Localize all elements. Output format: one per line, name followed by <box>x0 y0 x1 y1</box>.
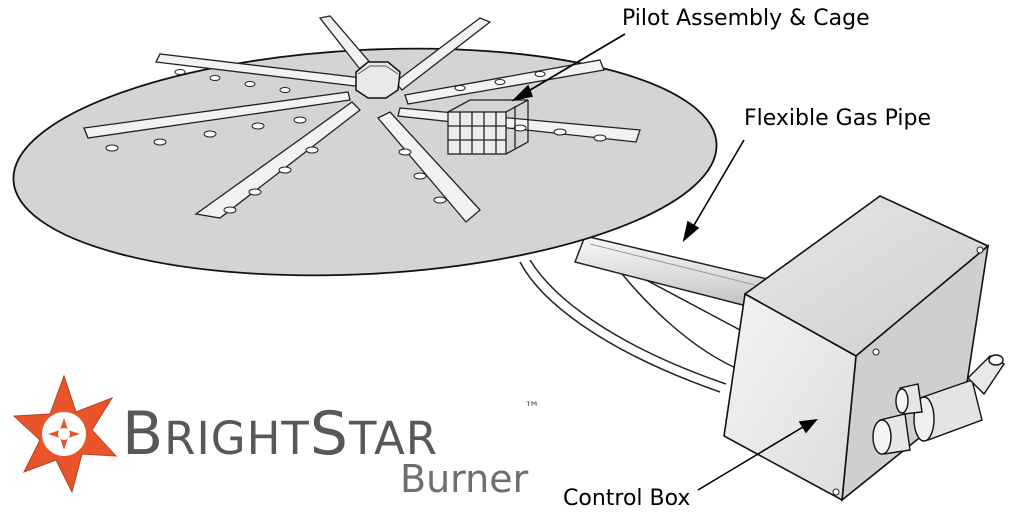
wordmark-s: S <box>309 399 350 469</box>
leader-arrows <box>511 33 818 491</box>
wordmark-right: RIGHT <box>164 412 310 465</box>
brand-subtitle: Burner <box>400 457 529 501</box>
center-hub <box>355 61 401 99</box>
callout-pilot-assembly: Pilot Assembly & Cage <box>622 6 870 31</box>
pilot-assembly-cage <box>447 99 529 155</box>
control-knobs <box>872 354 1005 455</box>
callout-flexible-gas-pipe: Flexible Gas Pipe <box>744 106 932 131</box>
wordmark-tar: TAR <box>349 412 439 465</box>
brand-wordmark: BRIGHTSTAR <box>122 404 438 464</box>
callout-control-box: Control Box <box>563 486 691 511</box>
brightstar-star-logo <box>12 374 118 494</box>
burner-ports <box>105 69 607 214</box>
wordmark-b: B <box>122 399 165 469</box>
trademark-symbol: ™ <box>524 398 540 417</box>
control-box <box>723 195 990 502</box>
